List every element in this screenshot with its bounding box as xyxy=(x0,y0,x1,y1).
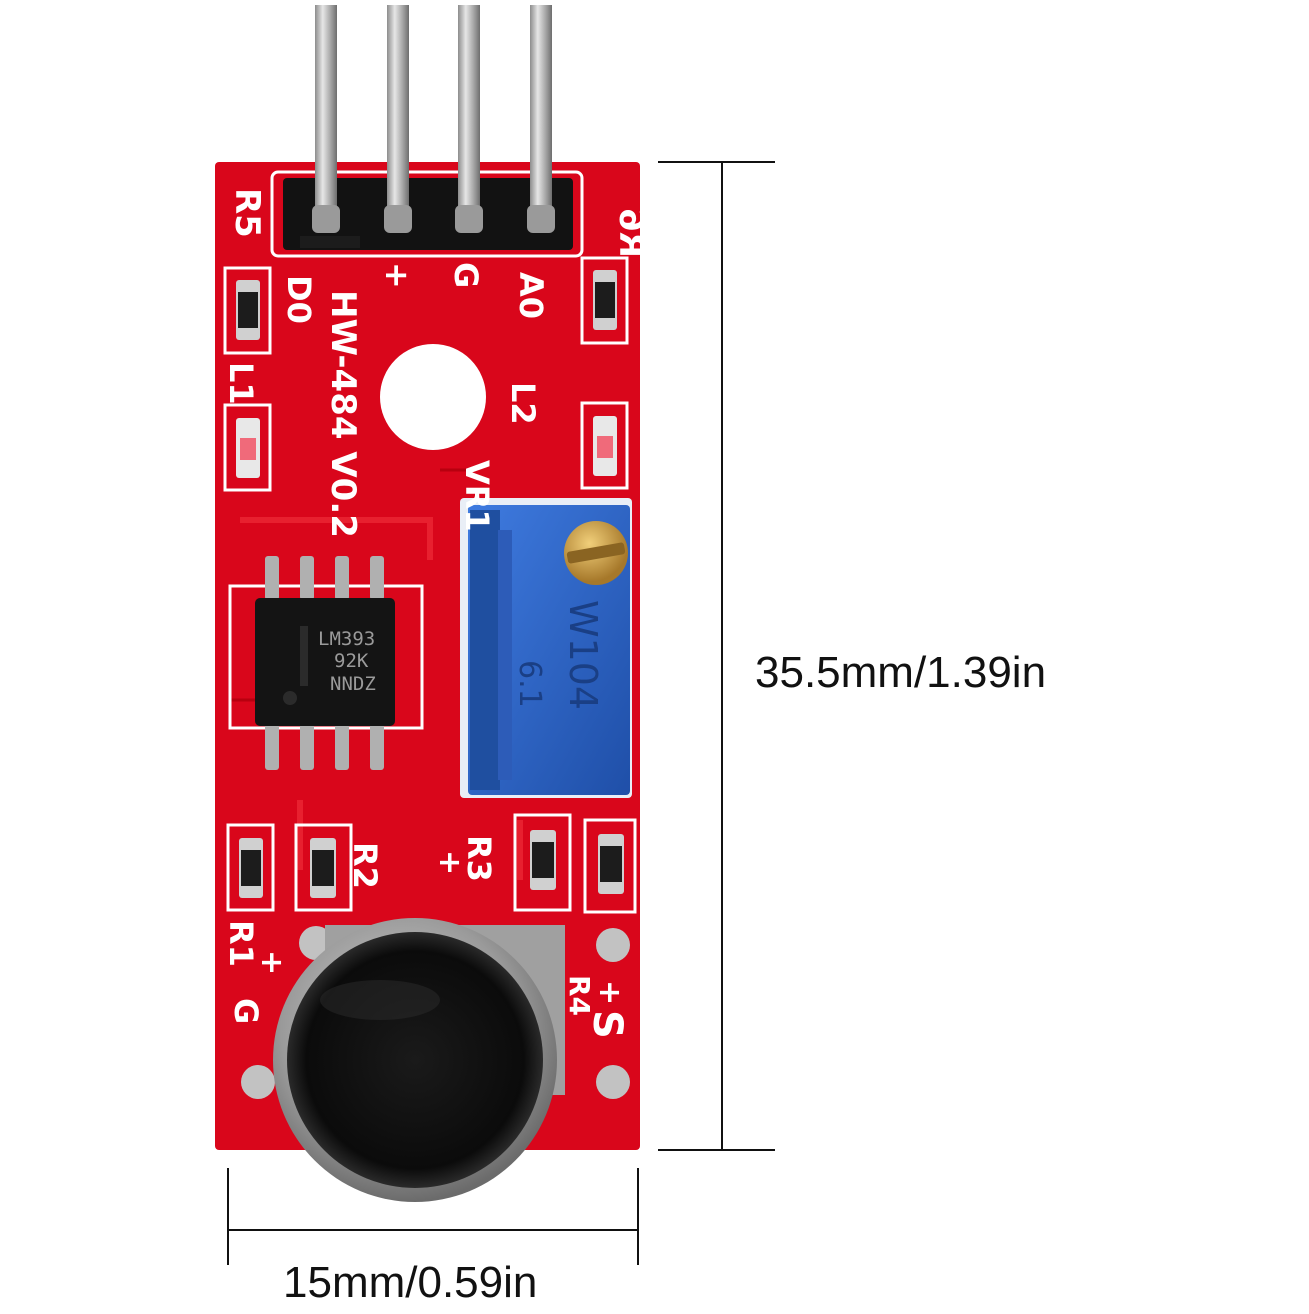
label-r5: R5 xyxy=(227,188,267,238)
led-l1 xyxy=(223,403,272,492)
chip-line-3: NNDZ xyxy=(330,673,376,695)
label-mic-s: S xyxy=(584,1010,630,1039)
width-dimension-label: 15mm/0.59in xyxy=(283,1258,538,1307)
label-mic-g: G xyxy=(227,998,265,1024)
pot-line-1: W104 xyxy=(561,600,605,710)
chip-line-2: 92K xyxy=(334,650,369,672)
resistor-r2 xyxy=(294,823,353,912)
pot-line-2: 6.1 xyxy=(512,660,547,708)
label-plus-r4: + xyxy=(592,980,627,1005)
label-pin-plus: + xyxy=(378,262,416,289)
label-pin-g: G xyxy=(447,262,485,288)
label-r2: R2 xyxy=(346,842,384,889)
label-pin-a0: A0 xyxy=(512,272,550,319)
label-r4: R4 xyxy=(563,975,596,1016)
label-l2: L2 xyxy=(504,382,542,425)
label-plus-r3: + xyxy=(432,850,467,875)
label-plus-r1: + xyxy=(254,950,289,975)
label-r1: R1 xyxy=(222,920,260,967)
resistor-r1 xyxy=(226,823,275,912)
width-dimension xyxy=(227,1168,639,1265)
resistor-r6 xyxy=(580,256,629,345)
label-l1: L1 xyxy=(222,362,260,405)
label-vr1: VR1 xyxy=(458,460,496,532)
led-l2 xyxy=(580,401,629,490)
silkscreen-labels: R5 R6 D0 + G A0 HW-484 V0.2 L1 L2 VR1 R1… xyxy=(222,188,651,1039)
resistor-r3 xyxy=(513,813,572,912)
resistor-r5 xyxy=(223,266,272,355)
resistor-r4 xyxy=(583,818,637,914)
pot-markings: W104 6.1 xyxy=(512,600,605,710)
label-r6: R6 xyxy=(611,208,651,258)
header-pins xyxy=(312,5,555,233)
pin-header xyxy=(270,170,584,258)
label-r3: R3 xyxy=(460,835,498,882)
label-model: HW-484 V0.2 xyxy=(323,290,363,538)
mounting-hole xyxy=(380,344,486,450)
electret-microphone xyxy=(273,918,565,1202)
chip-line-1: LM393 xyxy=(318,628,375,650)
height-dimension xyxy=(658,161,775,1151)
comparator-chip xyxy=(228,556,424,770)
chip-markings: LM393 92K NNDZ xyxy=(318,628,376,695)
label-pin-d0: D0 xyxy=(280,275,318,324)
height-dimension-label: 35.5mm/1.39in xyxy=(755,648,1047,697)
potentiometer xyxy=(460,498,632,798)
